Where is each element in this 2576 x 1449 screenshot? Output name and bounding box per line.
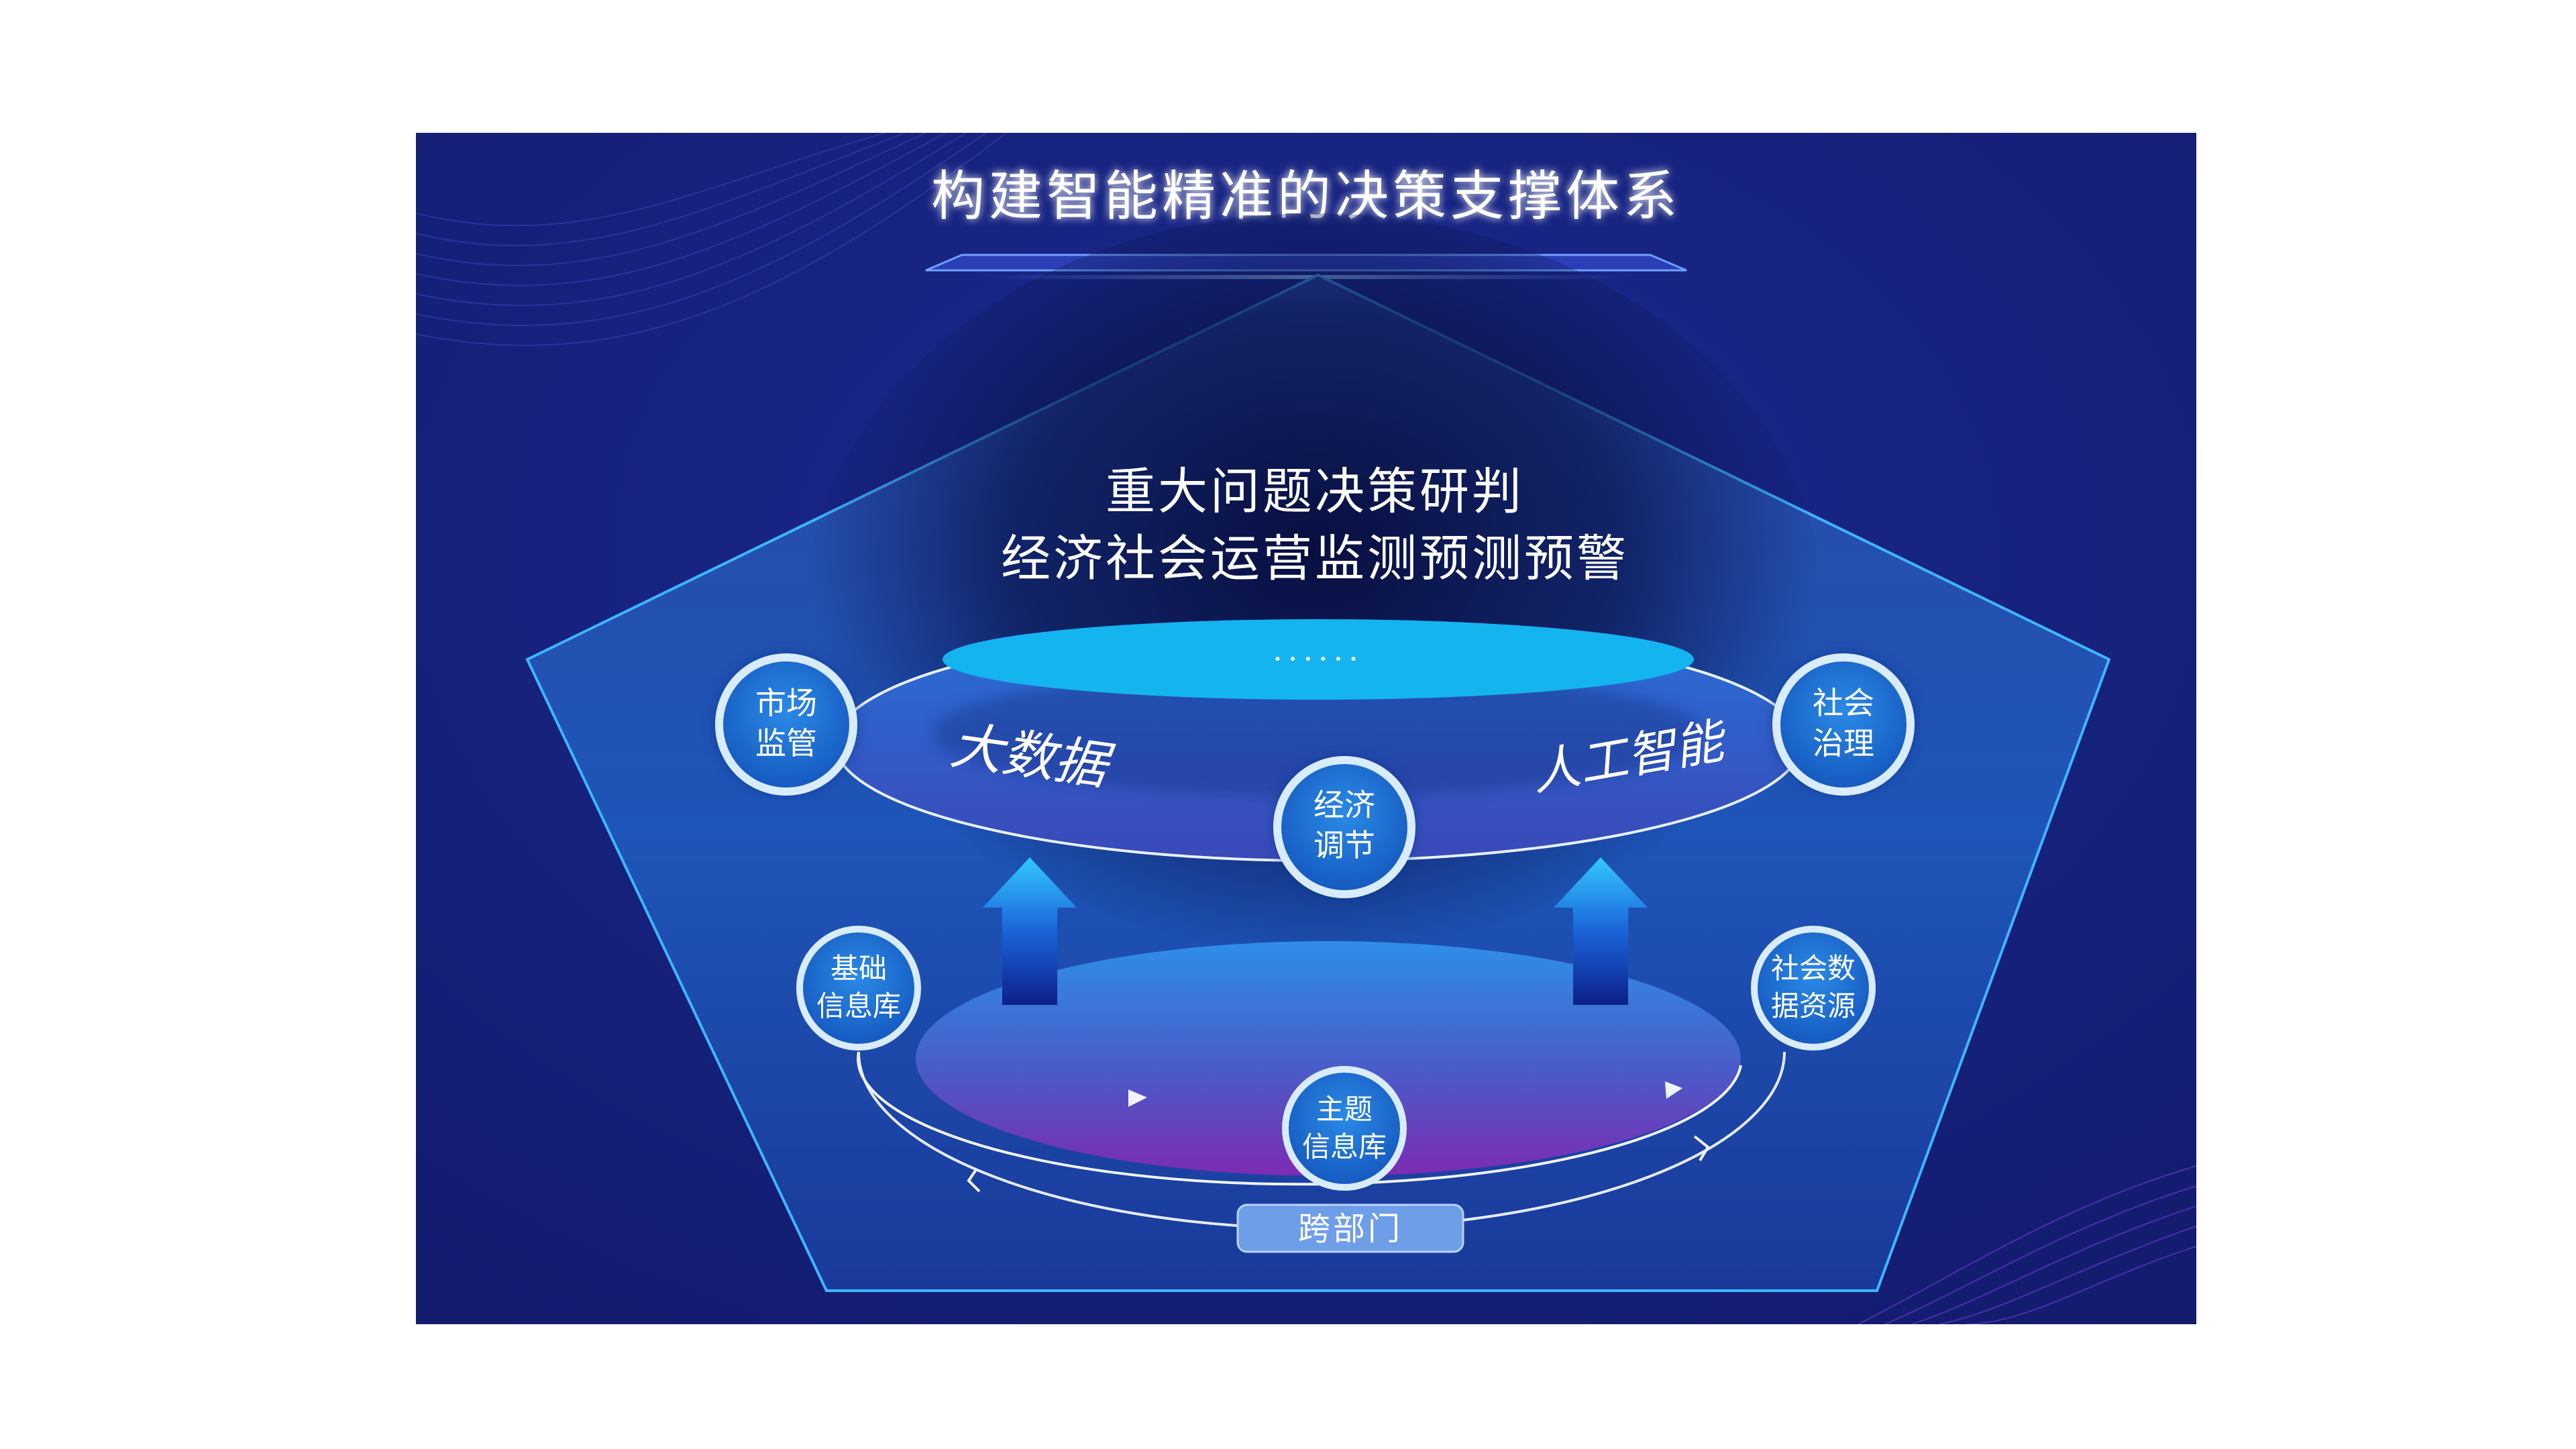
cross-department-badge: 跨部门 [1236,1203,1464,1253]
node-label-line1: 主题 [1316,1093,1373,1126]
output-line-1: 重大问题决策研判 [1106,463,1524,521]
cross-department-label: 跨部门 [1298,1210,1403,1248]
upper-platform: ······ 大数据 人工智能 [834,619,1803,862]
diagram-svg: 构建智能精准的决策支撑体系 重大问题决策研判 经济社会运营监测预测预警 ····… [416,133,2196,1324]
slide-canvas: 构建智能精准的决策支撑体系 重大问题决策研判 经济社会运营监测预测预警 ····… [416,133,2196,1324]
pentagon-dark-core [805,213,1825,1018]
output-line-2: 经济社会运营监测预测预警 [1001,530,1629,588]
cycle-arrowhead [967,1167,981,1193]
node-label-line1: 社会数 [1771,952,1856,985]
node-label-line2: 据资源 [1771,989,1856,1022]
node-economic-regulation: 经济 调节 [1273,756,1415,898]
node-label-line2: 信息库 [816,989,901,1022]
node-label-line1: 市场 [755,685,817,721]
cycle-arrowhead [1693,1135,1710,1162]
node-label-line2: 治理 [1813,725,1874,761]
node-basic-info-db: 基础 信息库 [796,926,921,1051]
more-ellipsis: ······ [1273,641,1364,677]
up-arrow-left [983,857,1077,1005]
node-label-line1: 社会 [1813,685,1874,721]
node-social-governance: 社会 治理 [1772,653,1915,796]
node-topic-info-db: 主题 信息库 [1282,1066,1407,1191]
up-arrow-right [1554,857,1648,1005]
node-social-data-resources: 社会数 据资源 [1751,926,1876,1051]
node-label-line2: 信息库 [1302,1130,1387,1163]
node-label-line2: 监管 [755,725,817,761]
wave-decoration-bottom-right [1858,1165,2196,1324]
wave-decoration-top-left [416,133,1007,346]
node-label-line1: 基础 [830,952,887,985]
cycle-arrowhead [1128,1089,1147,1107]
lower-platform [857,941,1786,1230]
node-market-supervision: 市场 监管 [715,653,857,796]
cycle-arrowhead [1665,1081,1682,1099]
cycle-arc-inner [857,1051,1742,1186]
upper-platform-top-disc [943,619,1694,700]
node-label-line1: 经济 [1313,787,1375,823]
node-label-line2: 调节 [1313,827,1375,863]
